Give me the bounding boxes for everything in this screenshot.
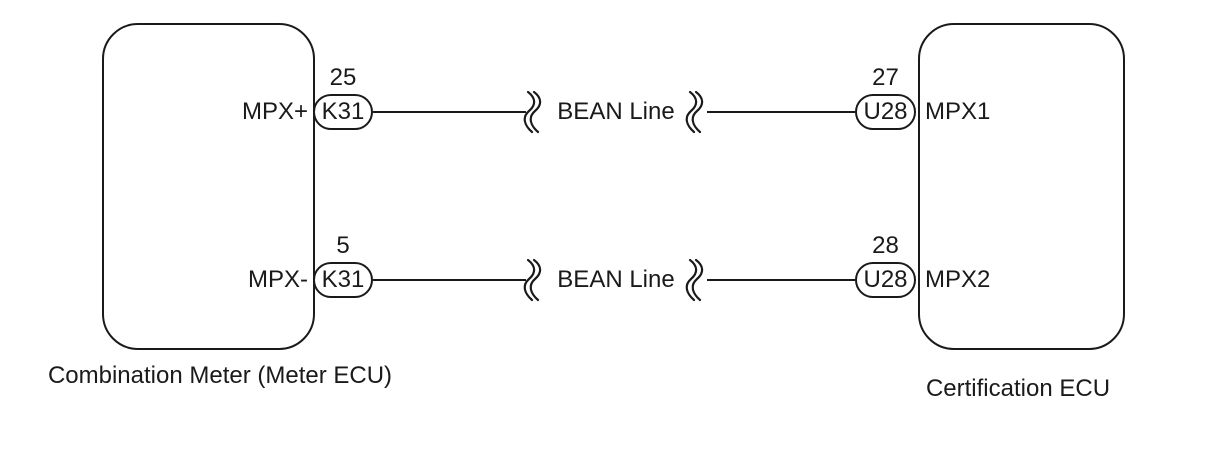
signal-label-right: MPX2: [925, 266, 991, 293]
connector-pill-right: U28: [855, 94, 916, 130]
wire-break-icon: [523, 90, 545, 134]
wire-segment: [373, 110, 526, 114]
wire-break-icon: [523, 258, 545, 302]
certification-ecu-caption: Certification ECU: [925, 375, 1111, 402]
wire-segment: [707, 278, 855, 282]
pin-number-right: 27: [872, 64, 899, 91]
bean-line-label: BEAN Line: [557, 266, 675, 293]
combination-meter-caption: Combination Meter (Meter ECU): [47, 362, 393, 389]
certification-ecu-box: [918, 23, 1125, 350]
signal-label-right: MPX1: [925, 98, 991, 125]
connector-pill-left: K31: [313, 94, 373, 130]
connector-pill-left: K31: [313, 262, 373, 298]
wire-break-icon: [685, 90, 707, 134]
signal-label-left: MPX-: [248, 266, 308, 293]
signal-label-left: MPX+: [241, 98, 308, 125]
pin-number-right: 28: [872, 232, 899, 259]
connector-pill-right: U28: [855, 262, 916, 298]
wire-segment: [707, 110, 855, 114]
pin-number-left: 5: [336, 232, 350, 259]
wire-segment: [373, 278, 526, 282]
bean-line-label: BEAN Line: [557, 98, 675, 125]
combination-meter-box: [102, 23, 315, 350]
pin-number-left: 25: [329, 64, 357, 91]
wire-break-icon: [685, 258, 707, 302]
